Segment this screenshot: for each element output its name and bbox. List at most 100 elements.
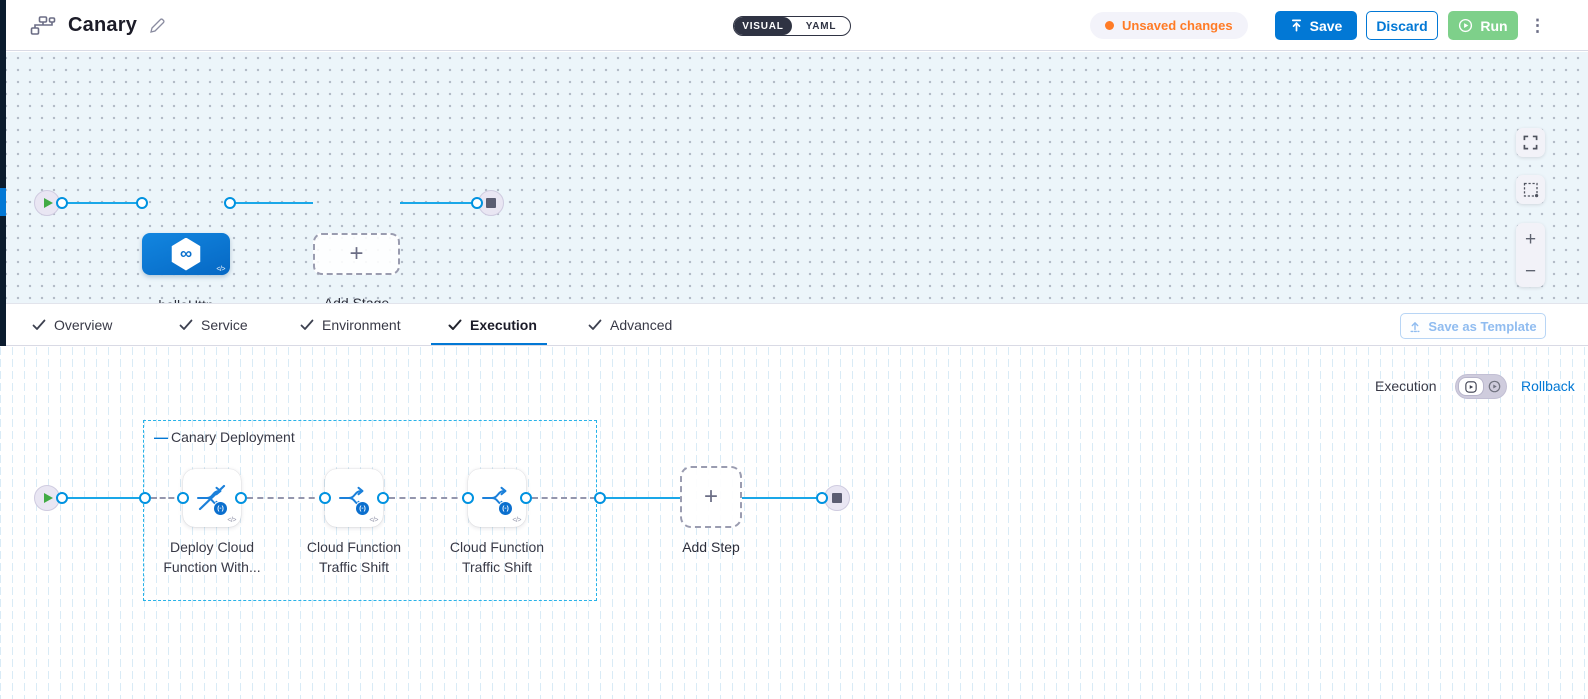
step-node-traffic-shift-1[interactable]: (-) </>: [325, 469, 383, 527]
zoom-in-button[interactable]: +: [1524, 228, 1537, 250]
run-play-icon: [1458, 18, 1473, 33]
connector-dot: [224, 197, 236, 209]
marquee-select-icon: [1523, 182, 1538, 197]
function-badge-icon: (-): [355, 501, 370, 516]
start-play-icon: [44, 493, 53, 503]
tab-environment[interactable]: Environment: [300, 304, 401, 346]
zoom-out-button[interactable]: −: [1524, 260, 1537, 282]
discard-button-label: Discard: [1376, 17, 1428, 34]
toggle-yaml[interactable]: YAML: [805, 20, 837, 32]
step-label: Cloud Function Traffic Shift: [437, 537, 557, 577]
fullscreen-icon: [1523, 135, 1538, 150]
step-node-traffic-shift-2[interactable]: (-) </>: [468, 469, 526, 527]
pipeline-icon: [30, 15, 56, 36]
execution-rollback-toggle[interactable]: [1455, 374, 1507, 399]
add-stage-button[interactable]: +: [313, 233, 400, 275]
unsaved-changes-label: Unsaved changes: [1122, 18, 1233, 33]
rollback-link[interactable]: Rollback: [1521, 378, 1575, 394]
tab-advanced-label: Advanced: [610, 317, 673, 333]
check-icon: [588, 319, 602, 330]
stage-start-node: [34, 190, 60, 216]
edit-title-icon[interactable]: [149, 17, 165, 34]
run-button-label: Run: [1480, 17, 1508, 34]
run-button[interactable]: Run: [1448, 11, 1518, 40]
step-label-line1: Cloud Function: [449, 539, 545, 555]
connector-dot: [377, 492, 389, 504]
step-label-line2: Traffic Shift: [318, 559, 390, 575]
execution-mode-label: Execution: [1375, 378, 1437, 394]
unsaved-dot-icon: [1105, 21, 1114, 30]
connector-dot: [235, 492, 247, 504]
rollback-mode-segment[interactable]: [1488, 380, 1501, 393]
add-step-label: Add Step: [682, 539, 740, 555]
connector-dot: [139, 492, 151, 504]
multi-select-button[interactable]: [1516, 175, 1545, 204]
step-node-deploy-cloud-function[interactable]: (-) </>: [183, 469, 241, 527]
group-name: Canary Deployment: [171, 429, 295, 445]
check-icon: [448, 319, 462, 330]
function-badge-icon: (-): [498, 501, 513, 516]
connector-dot: [462, 492, 474, 504]
connector-line: [67, 202, 142, 204]
step-label-line2: Traffic Shift: [461, 559, 533, 575]
connector-dot: [56, 197, 68, 209]
connector-dot: [56, 492, 68, 504]
execution-graph-canvas[interactable]: Execution Rollback — Canary Deplo: [0, 347, 1588, 699]
discard-button[interactable]: Discard: [1366, 11, 1438, 40]
connector-dot: [816, 492, 828, 504]
check-icon: [32, 319, 46, 330]
execution-steps-icon: [1465, 380, 1477, 393]
rollback-icon: [1488, 380, 1501, 393]
zoom-controls: + −: [1516, 223, 1545, 287]
step-group-label: — Canary Deployment: [154, 429, 295, 445]
connector-dot: [177, 492, 189, 504]
code-icon: </>: [369, 517, 378, 524]
connector-line: [606, 497, 680, 499]
connector-dot: [319, 492, 331, 504]
active-tab-underline: [431, 343, 547, 345]
visual-yaml-toggle: VISUAL YAML: [733, 16, 851, 36]
connector-line: [67, 497, 143, 499]
stage-graph-canvas[interactable]: ∞ </> helloHttp + Add Stage: [0, 52, 1588, 313]
step-group-canary-deployment[interactable]: — Canary Deployment: [143, 420, 597, 601]
save-button[interactable]: Save: [1275, 11, 1357, 40]
group-dash-icon: —: [154, 429, 168, 445]
save-as-template-button[interactable]: Save as Template: [1400, 313, 1546, 339]
save-button-label: Save: [1309, 17, 1343, 34]
execution-mode-segment[interactable]: [1458, 377, 1484, 396]
nav-active-indicator: [0, 188, 6, 216]
tab-overview[interactable]: Overview: [32, 304, 112, 346]
tab-service[interactable]: Service: [179, 304, 248, 346]
execution-end-node: [824, 485, 850, 511]
code-icon: </>: [227, 517, 236, 524]
save-as-template-label: Save as Template: [1428, 318, 1537, 334]
more-options-icon[interactable]: ⋮: [1529, 16, 1546, 35]
code-icon: </>: [216, 266, 225, 273]
tab-advanced[interactable]: Advanced: [588, 304, 672, 346]
upload-icon: [1290, 19, 1303, 32]
toggle-visual[interactable]: VISUAL: [734, 17, 792, 35]
pipeline-title: Canary: [68, 14, 138, 36]
step-label-line2: Function With...: [163, 559, 261, 575]
tab-execution[interactable]: Execution: [448, 304, 537, 346]
connector-line-dashed: [247, 497, 325, 499]
connector-dot: [594, 492, 606, 504]
template-upload-icon: [1410, 321, 1420, 332]
connector-dot: [520, 492, 532, 504]
connector-line: [400, 202, 474, 204]
step-label: Deploy Cloud Function With...: [152, 537, 272, 577]
add-step-button[interactable]: +: [680, 466, 742, 528]
function-badge-icon: (-): [213, 501, 228, 516]
tab-overview-label: Overview: [54, 317, 113, 333]
collapsed-nav-strip: [0, 0, 6, 346]
connector-line-dashed: [151, 497, 183, 499]
infinity-glyph: ∞: [179, 244, 193, 263]
tab-execution-label: Execution: [470, 317, 537, 333]
stage-node-hellohttp[interactable]: ∞ </>: [142, 233, 230, 275]
check-icon: [300, 319, 314, 330]
pipeline-header: Canary VISUAL YAML Unsaved changes Save: [0, 0, 1588, 51]
custom-stage-icon: ∞: [171, 237, 201, 271]
fullscreen-button[interactable]: [1516, 128, 1545, 157]
connector-line: [230, 202, 313, 204]
